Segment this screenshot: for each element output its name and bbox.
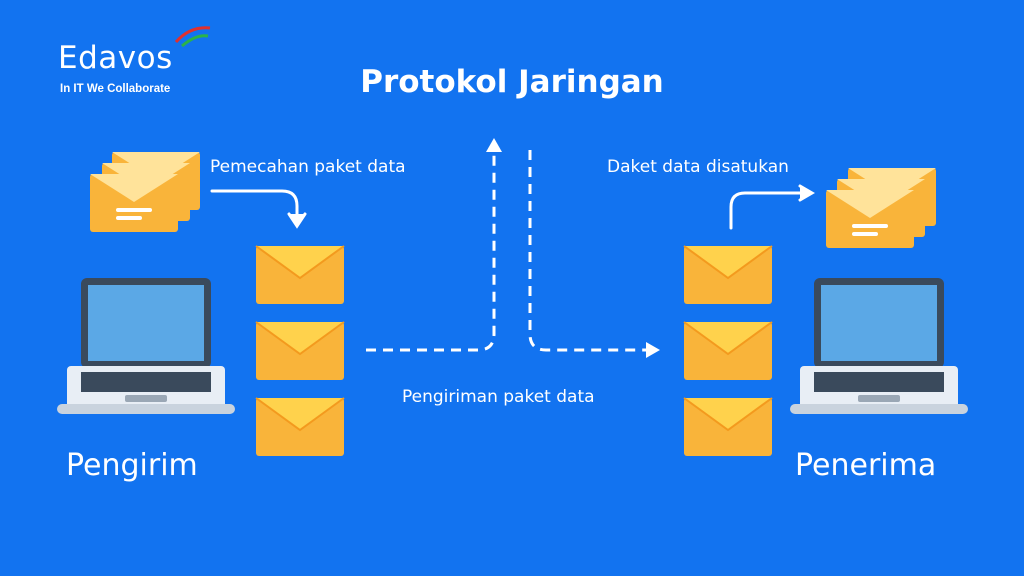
receiver-packets-icon [683, 245, 773, 457]
sender-laptop-icon [57, 278, 235, 414]
brand-tagline: In IT We Collaborate [60, 83, 171, 95]
label-send: Pengiriman paket data [402, 387, 595, 407]
join-arrow-icon [729, 184, 815, 230]
brand-name: Edavos [58, 40, 173, 76]
brand-swoosh-icon [174, 26, 211, 48]
label-split: Pemecahan paket data [210, 157, 406, 177]
label-join: Daket data disatukan [607, 157, 789, 177]
up-arrow-head-icon [486, 138, 502, 152]
send-path-icon [366, 150, 648, 352]
right-arrow-head-icon [646, 342, 660, 358]
receiver-envelope-stack-icon [826, 168, 936, 248]
label-receiver: Penerima [795, 448, 937, 483]
page-title: Protokol Jaringan [360, 64, 664, 100]
split-arrow-icon [210, 189, 307, 229]
label-sender: Pengirim [66, 448, 198, 483]
sender-envelope-stack-icon [90, 152, 200, 232]
sender-packets-icon [255, 245, 345, 457]
receiver-laptop-icon [790, 278, 968, 414]
